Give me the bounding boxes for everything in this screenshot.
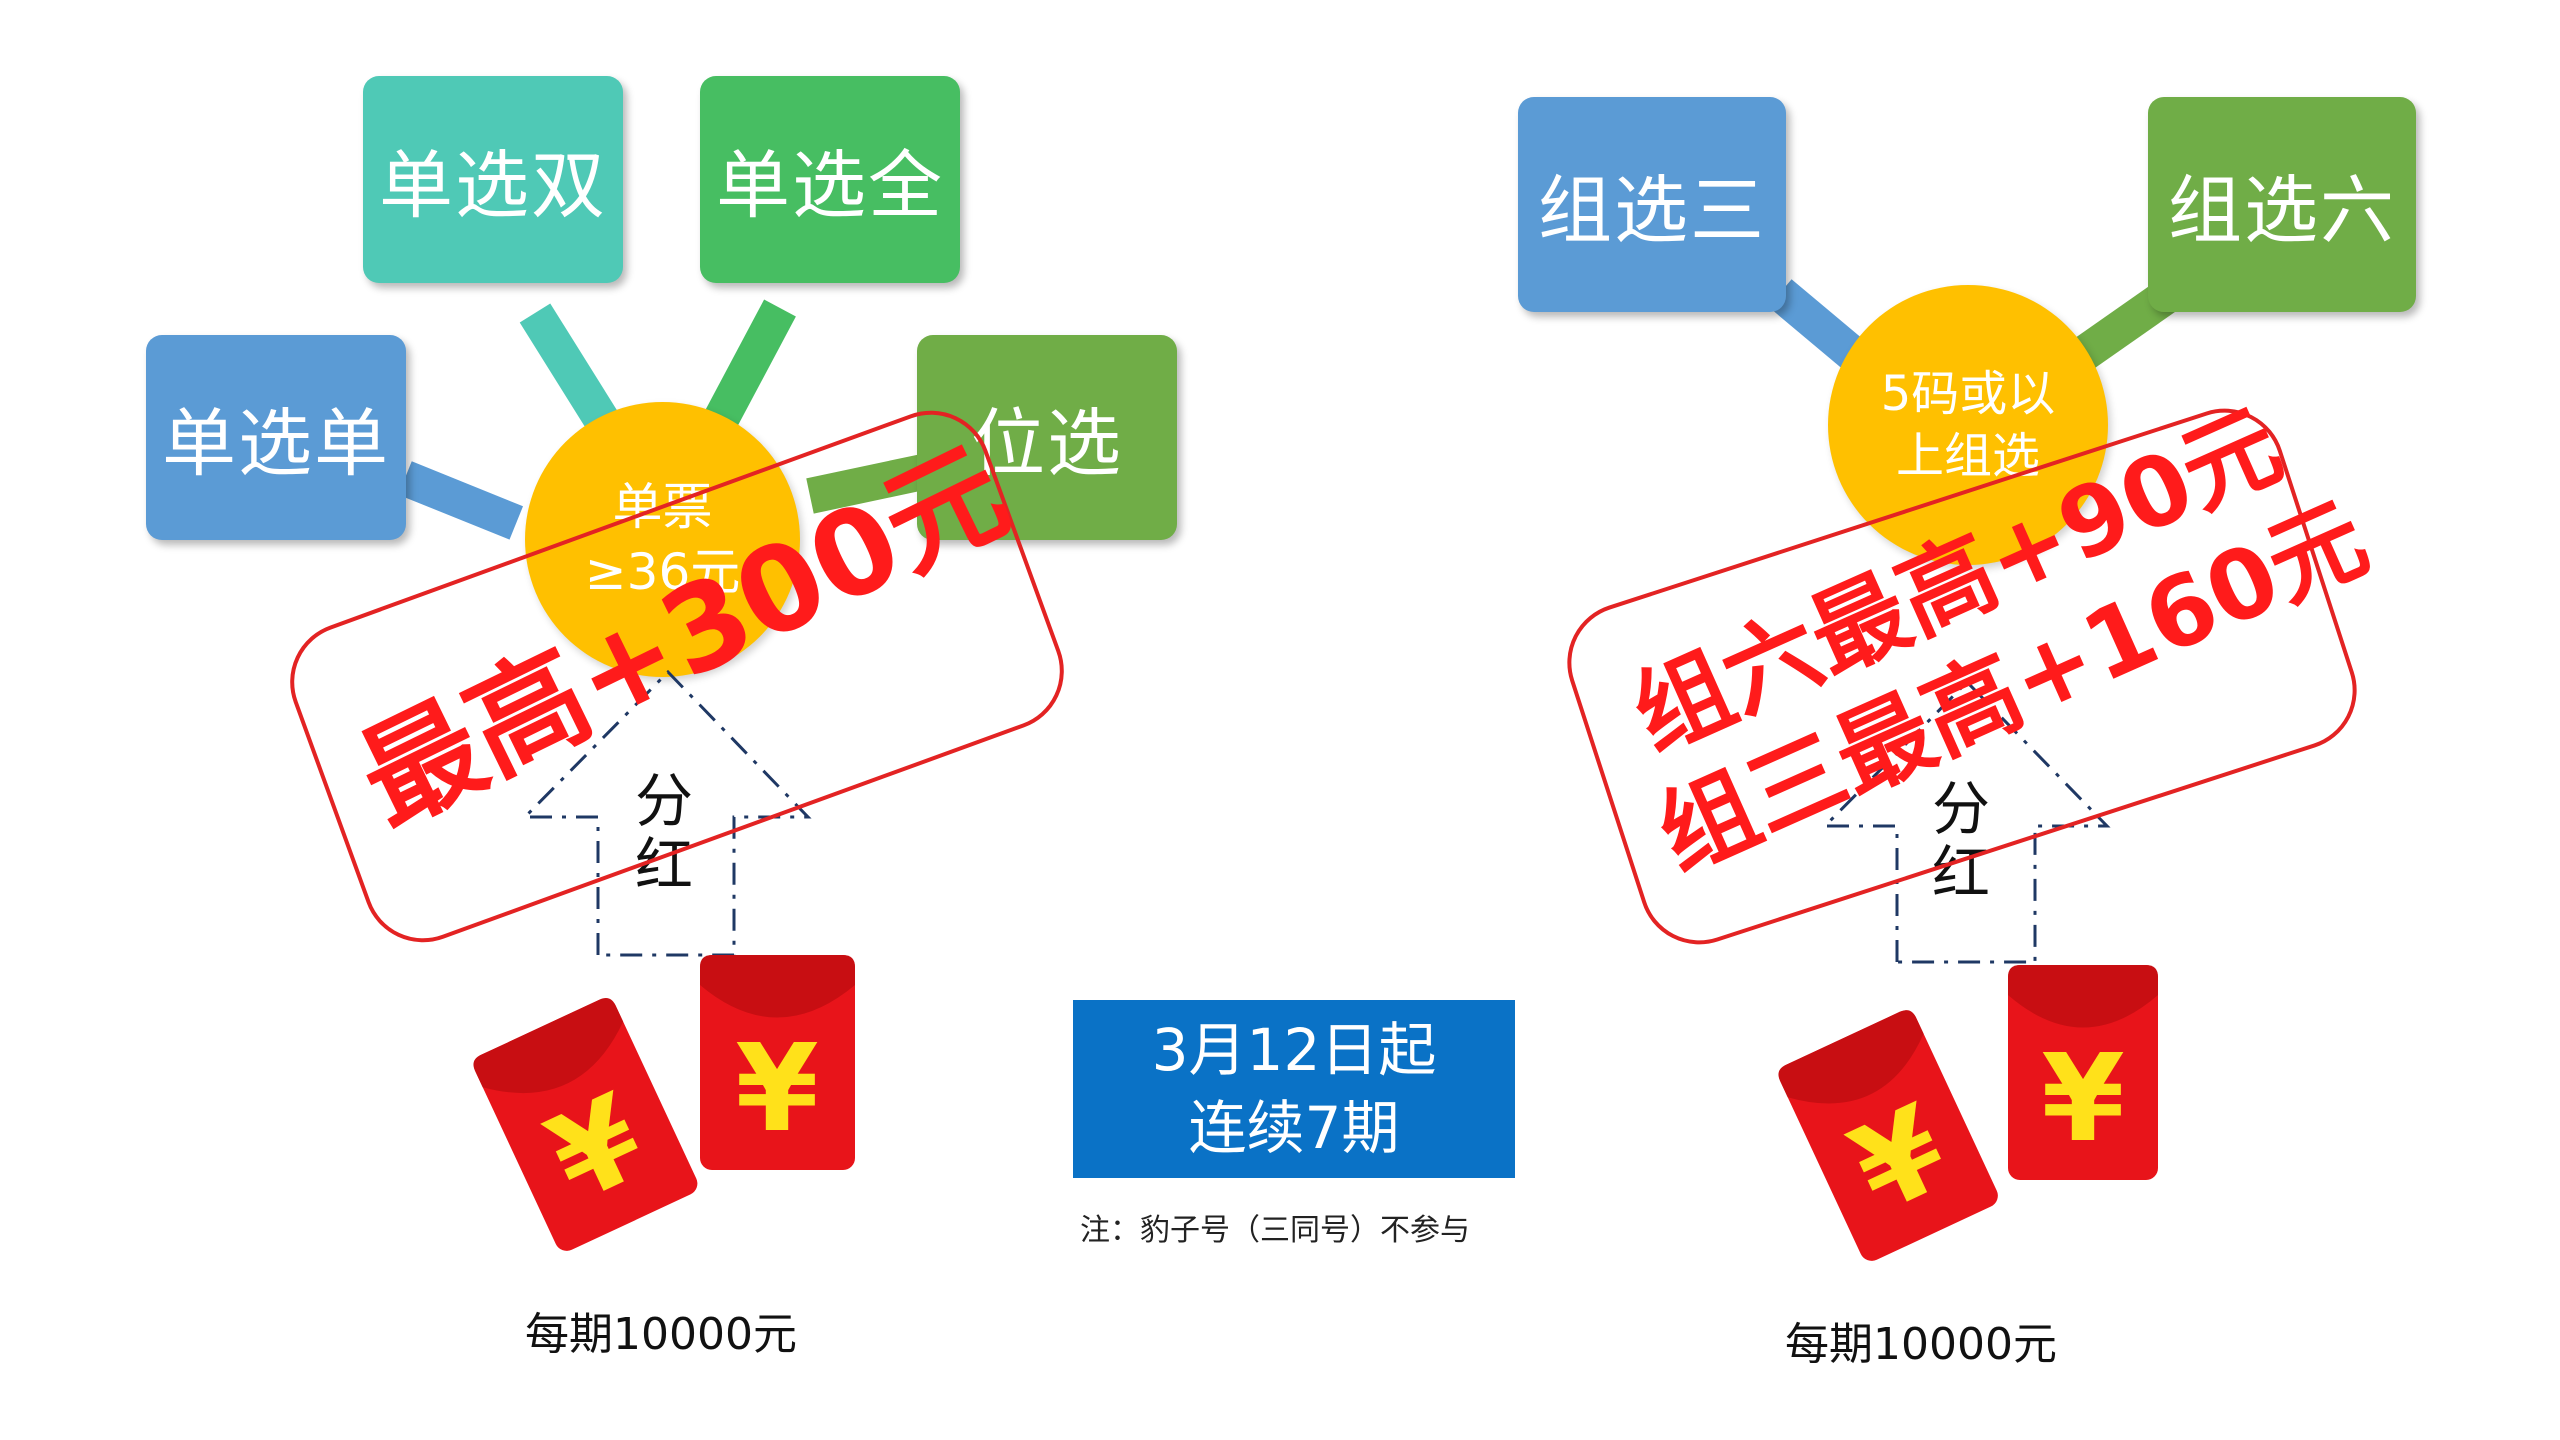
banner-line1: 3月12日起 <box>1151 1015 1437 1084</box>
caption-left: 每期10000元 <box>525 1309 797 1360</box>
yen-icon: ¥ <box>735 1020 819 1159</box>
hub-circle-left: 单票 ≥36元 <box>525 402 800 677</box>
arrow-label-left: 分 红 <box>635 767 694 899</box>
yen-icon: ¥ <box>2041 1030 2125 1169</box>
hub-line2: ≥36元 <box>584 542 741 601</box>
box-group-six: 组选六 <box>2148 97 2416 312</box>
box-label: 组选六 <box>2168 168 2396 254</box>
box-label: 位选 <box>971 401 1123 487</box>
hub-line1: 5码或以 <box>1880 365 2056 422</box>
hub-circle-right: 5码或以 上组选 <box>1828 285 2108 565</box>
hub-line2: 上组选 <box>1895 428 2040 484</box>
red-envelope-icon: ¥ <box>2008 965 2158 1180</box>
red-envelope-icon: ¥ <box>473 998 698 1251</box>
date-banner: 3月12日起 连续7期 <box>1073 1000 1515 1178</box>
box-group-three: 组选三 <box>1518 97 1786 312</box>
exclusion-note: 注：豹子号（三同号）不参与 <box>1080 1213 1470 1248</box>
banner-line2: 连续7期 <box>1188 1094 1400 1162</box>
box-label: 组选三 <box>1538 168 1766 254</box>
box-label: 单选双 <box>379 143 607 229</box>
box-label: 单选单 <box>162 401 390 487</box>
arrow-label-right: 分 红 <box>1932 775 1991 907</box>
box-single-all: 单选全 <box>700 76 960 283</box>
box-single-odd: 单选单 <box>146 335 406 540</box>
red-envelope-icon: ¥ <box>700 955 855 1170</box>
box-label: 单选全 <box>716 143 944 229</box>
box-single-even: 单选双 <box>363 76 623 283</box>
red-envelope-icon: ¥ <box>1778 1010 1998 1261</box>
box-position: 位选 <box>917 335 1177 540</box>
hub-line1: 单票 <box>612 477 713 536</box>
caption-right: 每期10000元 <box>1785 1319 2057 1370</box>
